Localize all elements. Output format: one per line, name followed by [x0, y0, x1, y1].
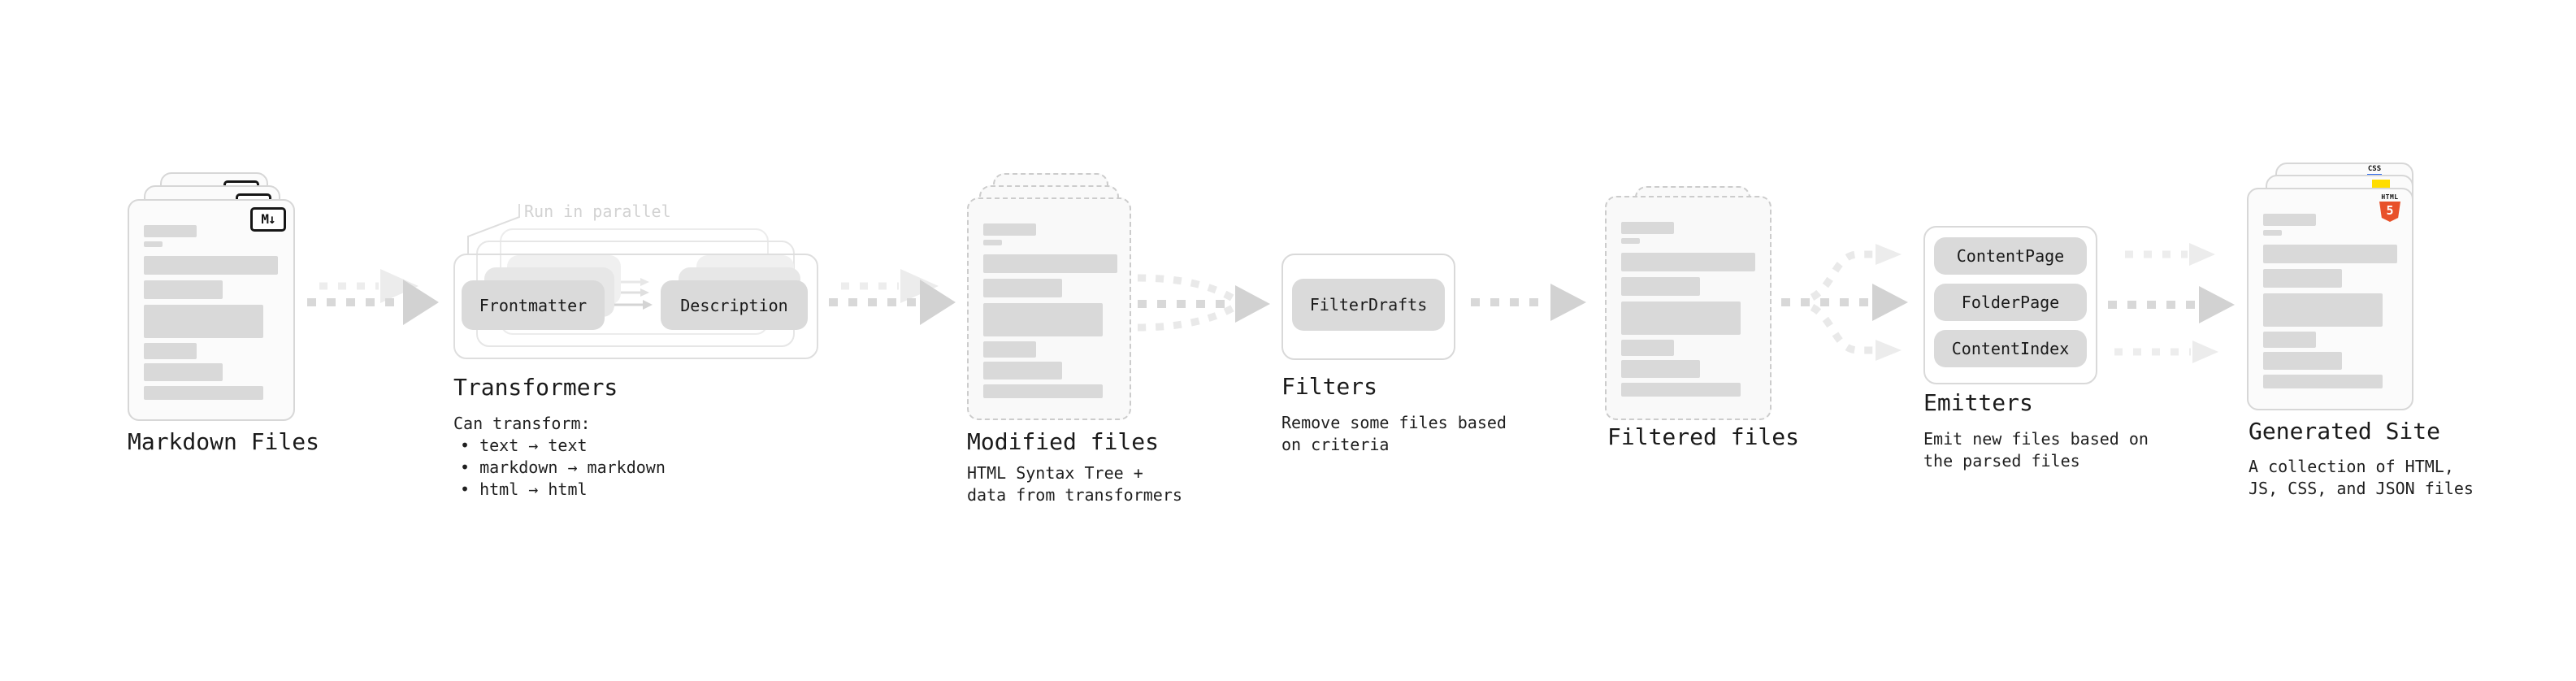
skeleton-bar [983, 223, 1036, 236]
html5-icon: HTML 5 [2379, 193, 2401, 222]
arrow-markdown-to-transformers [307, 280, 439, 325]
skeleton-bar [2263, 352, 2342, 370]
arrow-transformers-to-modified-ghost [841, 269, 939, 303]
modified-files-label: Modified files [967, 428, 1160, 455]
skeleton-bar [1621, 301, 1741, 335]
site-file-card-html: HTML 5 [2247, 188, 2413, 410]
filtered-file-card-front [1605, 196, 1772, 420]
modified-file-card-front [967, 197, 1131, 420]
arrow-emitters-to-site-bottom [2114, 340, 2218, 363]
document-skeleton [1621, 222, 1759, 397]
arrow-emitters-to-site-top [2125, 243, 2215, 266]
skeleton-bar [2263, 293, 2383, 327]
arrow-filters-to-filtered [1471, 284, 1586, 321]
skeleton-bar [144, 386, 263, 400]
arrow-emitters-to-site-middle [2108, 286, 2235, 323]
transformers-bullet: • markdown → markdown [460, 458, 666, 477]
markdown-files-label: Markdown Files [127, 428, 319, 455]
skeleton-bar [983, 384, 1103, 398]
folderpage-pill: FolderPage [1934, 284, 2087, 321]
arrow-filtered-to-emitters [1781, 244, 1908, 361]
skeleton-bar [2263, 245, 2397, 263]
skeleton-bar [1621, 222, 1674, 234]
skeleton-bar [1621, 238, 1640, 244]
generated-site-label: Generated Site [2249, 418, 2441, 445]
contentindex-pill: ContentIndex [1934, 330, 2087, 367]
generated-site-desc-line: A collection of HTML, [2249, 457, 2454, 476]
contentpage-pill: ContentPage [1934, 237, 2087, 275]
arrow-modified-to-filters [1137, 274, 1270, 332]
modified-files-desc-line: HTML Syntax Tree + [967, 463, 1143, 483]
skeleton-bar [2263, 332, 2316, 348]
filters-desc-line: Remove some files based [1281, 413, 1507, 432]
filtered-files-label: Filtered files [1607, 423, 1800, 450]
skeleton-bar [144, 225, 197, 237]
markdown-icon: M↓ [250, 207, 286, 232]
skeleton-bar [1621, 277, 1700, 296]
emitters-desc-line: Emit new files based on [1923, 429, 2149, 449]
arrow-transformers-to-modified [829, 280, 956, 325]
skeleton-bar [144, 363, 223, 381]
skeleton-bar [983, 279, 1062, 297]
skeleton-bar [983, 240, 1002, 245]
skeleton-bar [144, 280, 223, 299]
modified-files-desc-line: data from transformers [967, 485, 1182, 505]
generated-site-desc-line: JS, CSS, and JSON files [2249, 479, 2474, 498]
skeleton-bar [983, 303, 1103, 336]
transformer-layer-front [453, 254, 818, 359]
transformers-bullet: • text → text [460, 436, 588, 455]
run-in-parallel-annotation: Run in parallel [524, 202, 671, 221]
filters-desc-line: on criteria [1281, 435, 1390, 454]
skeleton-bar [144, 305, 263, 338]
skeleton-bar [2263, 214, 2316, 226]
frontmatter-pill: Frontmatter [462, 280, 605, 330]
skeleton-bar [2263, 230, 2282, 236]
skeleton-bar [1621, 253, 1755, 271]
skeleton-bar [983, 341, 1036, 358]
skeleton-bar [2263, 375, 2383, 388]
skeleton-bar [1621, 360, 1700, 378]
arrow-markdown-to-transformers-ghost [319, 269, 418, 303]
skeleton-bar [1621, 340, 1674, 356]
skeleton-bar [983, 362, 1062, 380]
filters-label: Filters [1281, 373, 1378, 400]
transformers-label: Transformers [453, 374, 618, 401]
skeleton-bar [2263, 269, 2342, 288]
emitters-desc-line: the parsed files [1923, 451, 2080, 471]
markdown-file-card-front: M↓ [128, 199, 295, 421]
transformers-bullet: • html → html [460, 479, 588, 499]
transformers-desc-heading: Can transform: [453, 414, 591, 433]
filterdrafts-pill: FilterDrafts [1292, 279, 1445, 331]
skeleton-bar [144, 256, 278, 275]
emitters-label: Emitters [1923, 389, 2033, 416]
document-skeleton [144, 225, 282, 400]
js-icon [2372, 180, 2390, 190]
description-pill: Description [661, 280, 808, 330]
document-skeleton [983, 223, 1118, 398]
skeleton-bar [144, 241, 163, 247]
skeleton-bar [983, 254, 1117, 273]
annotation-leader-line [467, 204, 520, 254]
skeleton-bar [1621, 383, 1741, 397]
document-skeleton [2263, 214, 2400, 388]
skeleton-bar [144, 343, 197, 359]
